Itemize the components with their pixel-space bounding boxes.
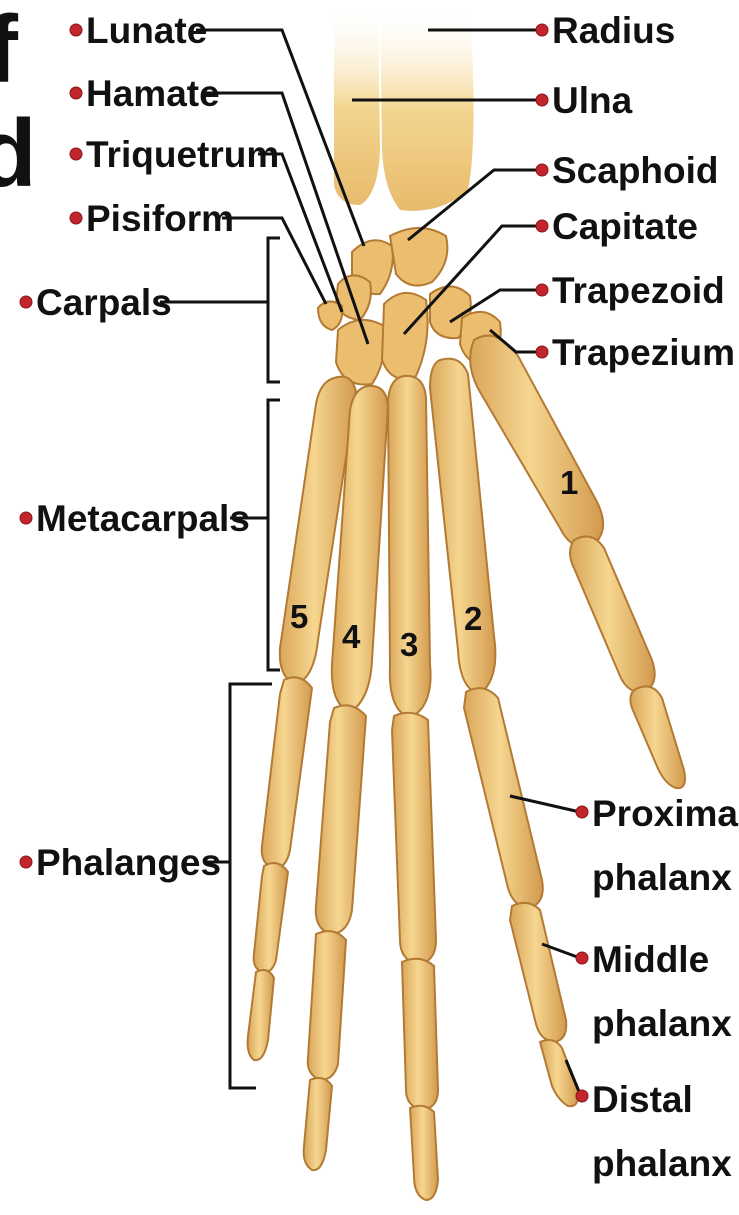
digit4-middle-phalanx [308, 931, 346, 1080]
label-metacarpals: Metacarpals [36, 498, 250, 539]
lunate-dot [70, 24, 82, 36]
ulna-dot [536, 94, 548, 106]
digit3-proximal-phalanx [392, 713, 436, 964]
title-fragment-top: f [0, 0, 19, 103]
label-distal-line2: phalanx [592, 1143, 732, 1184]
ulna-bone [334, 10, 380, 205]
label-trapezium: Trapezium [552, 332, 735, 373]
carpals-bracket [160, 238, 280, 382]
proximal-phalanx-dot [576, 806, 588, 818]
title-fragment-bottom: d [0, 100, 37, 207]
digit5-distal-phalanx [248, 970, 274, 1060]
thumb-distal-phalanx [630, 686, 685, 788]
label-carpals: Carpals [36, 282, 172, 323]
capitate-bone [382, 293, 428, 379]
label-middle-line2: phalanx [592, 1003, 732, 1044]
digit3-middle-phalanx [402, 959, 438, 1110]
middle-phalanx-dot [576, 952, 588, 964]
scaphoid-bone [390, 228, 447, 286]
capitate-dot [536, 220, 548, 232]
label-phalanges: Phalanges [36, 842, 221, 883]
digit4-distal-phalanx [304, 1078, 332, 1170]
digit-number-4: 4 [342, 618, 361, 655]
label-capitate: Capitate [552, 206, 698, 247]
labels: Lunate Hamate Triquetrum Pisiform Carpal… [36, 10, 739, 1184]
scaphoid-dot [536, 164, 548, 176]
metacarpal-bones [280, 336, 603, 718]
carpals-dot [20, 296, 32, 308]
radius-bone [380, 10, 474, 211]
thumb-phalanges [570, 536, 685, 788]
digit-number-5: 5 [290, 598, 308, 635]
radius-dot [536, 24, 548, 36]
trapezoid-dot [536, 284, 548, 296]
label-ulna: Ulna [552, 80, 633, 121]
digit5-middle-phalanx [254, 863, 288, 972]
digit5-proximal-phalanx [262, 677, 312, 868]
digit2-proximal-phalanx [464, 688, 543, 908]
label-radius: Radius [552, 10, 675, 51]
digit-number-3: 3 [400, 626, 418, 663]
label-hamate: Hamate [86, 73, 220, 114]
pisiform-dot [70, 212, 82, 224]
label-triquetrum: Triquetrum [86, 134, 279, 175]
label-proximal-line1: Proximal [592, 793, 739, 834]
label-pisiform: Pisiform [86, 198, 234, 239]
triquetrum-dot [70, 148, 82, 160]
hamate-bone [336, 320, 385, 385]
digit-number-1: 1 [560, 464, 578, 501]
trapezium-dot [536, 346, 548, 358]
digit-number-2: 2 [464, 600, 482, 637]
label-trapezoid: Trapezoid [552, 270, 725, 311]
finger-phalanges [248, 677, 579, 1200]
metacarpal-2 [430, 359, 495, 694]
metacarpals-dot [20, 512, 32, 524]
label-middle-line1: Middle [592, 939, 709, 980]
digit4-proximal-phalanx [316, 705, 366, 934]
phalanges-dot [20, 856, 32, 868]
digit3-distal-phalanx [410, 1106, 438, 1200]
label-scaphoid: Scaphoid [552, 150, 719, 191]
digit2-middle-phalanx [510, 903, 566, 1042]
distal-phalanx-dot [576, 1090, 588, 1102]
thumb-proximal-phalanx [570, 536, 655, 692]
label-distal-line1: Distal [592, 1079, 693, 1120]
hamate-dot [70, 87, 82, 99]
label-lunate: Lunate [86, 10, 207, 51]
label-proximal-line2: phalanx [592, 857, 732, 898]
metacarpal-3 [388, 376, 431, 718]
